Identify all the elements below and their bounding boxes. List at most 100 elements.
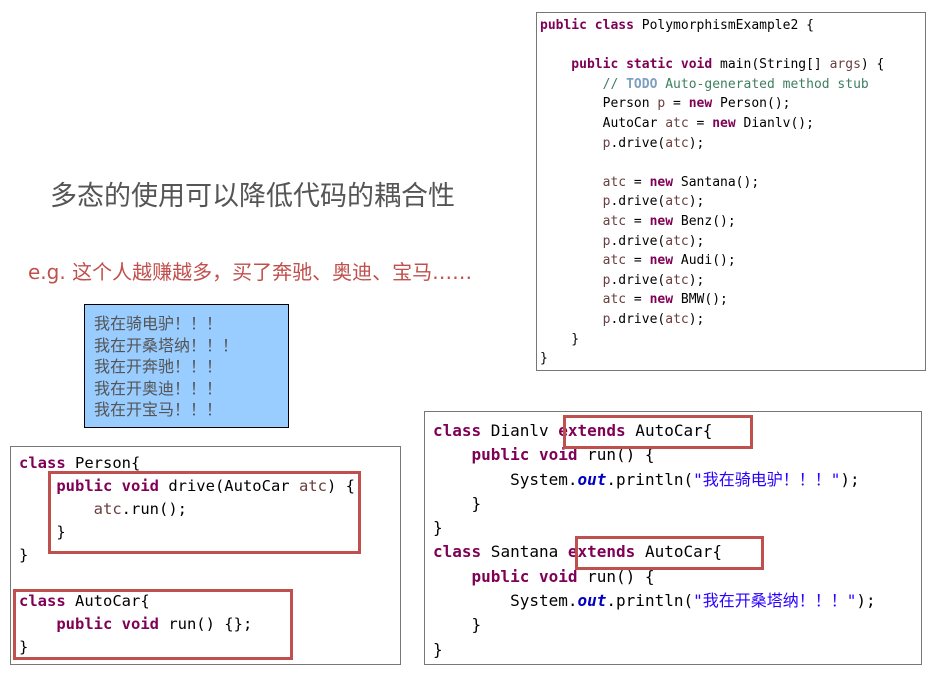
code-token-plain: .drive( [610, 233, 666, 249]
code-line: atc.run(); [19, 498, 400, 521]
code-token-keyword: public void [433, 566, 578, 586]
code-line: public void run() {}; [19, 613, 400, 636]
code-token-var: atc [665, 135, 689, 151]
code-line: class Dianlv extends AutoCar{ [433, 419, 921, 443]
code-line: class Person{ [19, 452, 400, 475]
code-token-plain: Santana(); [673, 174, 760, 190]
code-token-plain: } [433, 493, 482, 513]
code-token-plain: } [540, 351, 548, 367]
code-token-plain: Santana [481, 542, 568, 562]
code-token-plain: Person(); [712, 96, 791, 112]
code-token-plain: Dianlv [481, 421, 559, 440]
console-output: 我在骑电驴！！！ 我在开桑塔纳！！！ 我在开奔驰！！！ 我在开奥迪！！！ 我在开… [84, 304, 289, 428]
code-line: p.drive(atc); [540, 310, 925, 330]
code-token-plain: Person [540, 96, 658, 112]
code-line: p.drive(atc); [540, 192, 925, 212]
code-token-keyword: new [649, 292, 674, 308]
code-line: class AutoCar{ [19, 590, 400, 613]
code-token-var: p [540, 194, 611, 210]
code-token-var: p [540, 233, 611, 249]
code-token-plain: main(String[] [712, 57, 830, 73]
code-token-string: "我在开桑塔纳！！！" [693, 591, 857, 611]
code-line [540, 153, 925, 173]
code-token-keyword: extends [567, 542, 636, 562]
code-token-plain: ); [688, 233, 705, 249]
code-token-plain: } [433, 639, 443, 659]
code-line: System.out.println("我在开桑塔纳！！！"); [433, 589, 921, 613]
code-token-plain: AutoCar{ [625, 421, 713, 440]
code-token-plain: Dianlv(); [735, 115, 814, 131]
code-token-plain: ); [688, 272, 705, 288]
code-line: public static void main(String[] args) { [540, 55, 925, 75]
code-token-var: atc [298, 477, 327, 495]
code-token-var: atc [665, 115, 689, 131]
code-token-plain: ); [688, 311, 705, 327]
autocar-class-highlight [13, 589, 293, 660]
code-token-field: out [577, 469, 607, 489]
code-token-keyword: new [649, 213, 674, 229]
code-line: } [19, 544, 400, 567]
slide-title: 多态的使用可以降低代码的耦合性 [50, 181, 455, 212]
code-token-var: atc [540, 292, 627, 308]
code-token-comment: Auto-generated method stub [657, 76, 869, 92]
output-line: 我在骑电驴！！！ [94, 314, 223, 333]
code-line: } [433, 492, 921, 516]
code-line: atc = new BMW(); [540, 290, 925, 310]
code-token-keyword: extends [558, 421, 626, 440]
code-token-plain: drive(AutoCar [158, 477, 299, 495]
code-token-var: atc [540, 174, 627, 190]
code-token-plain: PolymorphismExample2 { [633, 18, 814, 33]
code-token-plain: AutoCar{ [635, 542, 723, 562]
code-token-keyword: public static void [540, 57, 713, 73]
output-line: 我在开奥迪！！！ [94, 378, 223, 398]
code-token-var: atc [665, 272, 689, 288]
code-token-keyword: class [19, 454, 66, 472]
code-line: } [19, 521, 400, 544]
code-line: class Santana extends AutoCar{ [433, 540, 921, 564]
code-token-plain: } [433, 615, 482, 635]
code-line: atc = new Audi(); [540, 251, 925, 271]
code-token-keyword: public void [19, 615, 159, 633]
code-line [19, 567, 400, 590]
code-line: Person p = new Person(); [540, 94, 925, 114]
code-token-plain: } [19, 546, 29, 564]
code-token-plain: = [626, 253, 650, 269]
code-token-var: p [540, 272, 611, 288]
code-line: p.drive(atc); [540, 232, 925, 252]
code-token-plain: Person{ [65, 454, 141, 472]
example-text: e.g. 这个人越赚越多，买了奔驰、奥迪、宝马…… [28, 260, 473, 284]
code-token-var: atc [540, 253, 627, 269]
code-token-plain: = [688, 115, 713, 131]
drive-method-highlight [48, 471, 361, 554]
code-line [540, 36, 925, 56]
code-token-keyword: class [19, 592, 66, 610]
code-token-keyword: class [433, 421, 482, 440]
code-line: } [540, 349, 925, 369]
code-token-plain: .println( [606, 469, 694, 489]
code-token-plain: run() { [577, 445, 655, 465]
code-token-var: args [829, 57, 861, 73]
code-token-plain: } [19, 638, 29, 656]
code-token-plain: .drive( [610, 272, 666, 288]
code-token-plain: .drive( [610, 311, 666, 327]
code-token-plain: Benz(); [673, 213, 736, 229]
code-token-field: out [577, 591, 607, 611]
output-line: 我在开宝马！！！ [94, 400, 223, 419]
dianlv-extends-highlight [563, 415, 753, 449]
code-token-plain: ); [688, 135, 705, 151]
code-token-plain: } [433, 518, 443, 538]
code-token-plain: Audi(); [673, 253, 736, 269]
code-token-plain: run() {}; [158, 615, 253, 633]
code-token-var: p [657, 96, 666, 112]
code-token-string: "我在骑电驴！！！" [693, 469, 841, 489]
code-token-var: p [540, 311, 611, 327]
code-token-keyword: new [649, 174, 674, 190]
code-token-keyword: new [712, 115, 736, 131]
code-token-plain: ) { [860, 57, 885, 73]
code-token-plain: .run(); [121, 500, 187, 518]
code-token-plain: ) { [326, 477, 355, 495]
code-token-plain: .println( [606, 591, 694, 611]
code-line: p.drive(atc); [540, 134, 925, 154]
code-line: AutoCar atc = new Dianlv(); [540, 114, 925, 134]
code-token-plain: } [540, 331, 580, 347]
